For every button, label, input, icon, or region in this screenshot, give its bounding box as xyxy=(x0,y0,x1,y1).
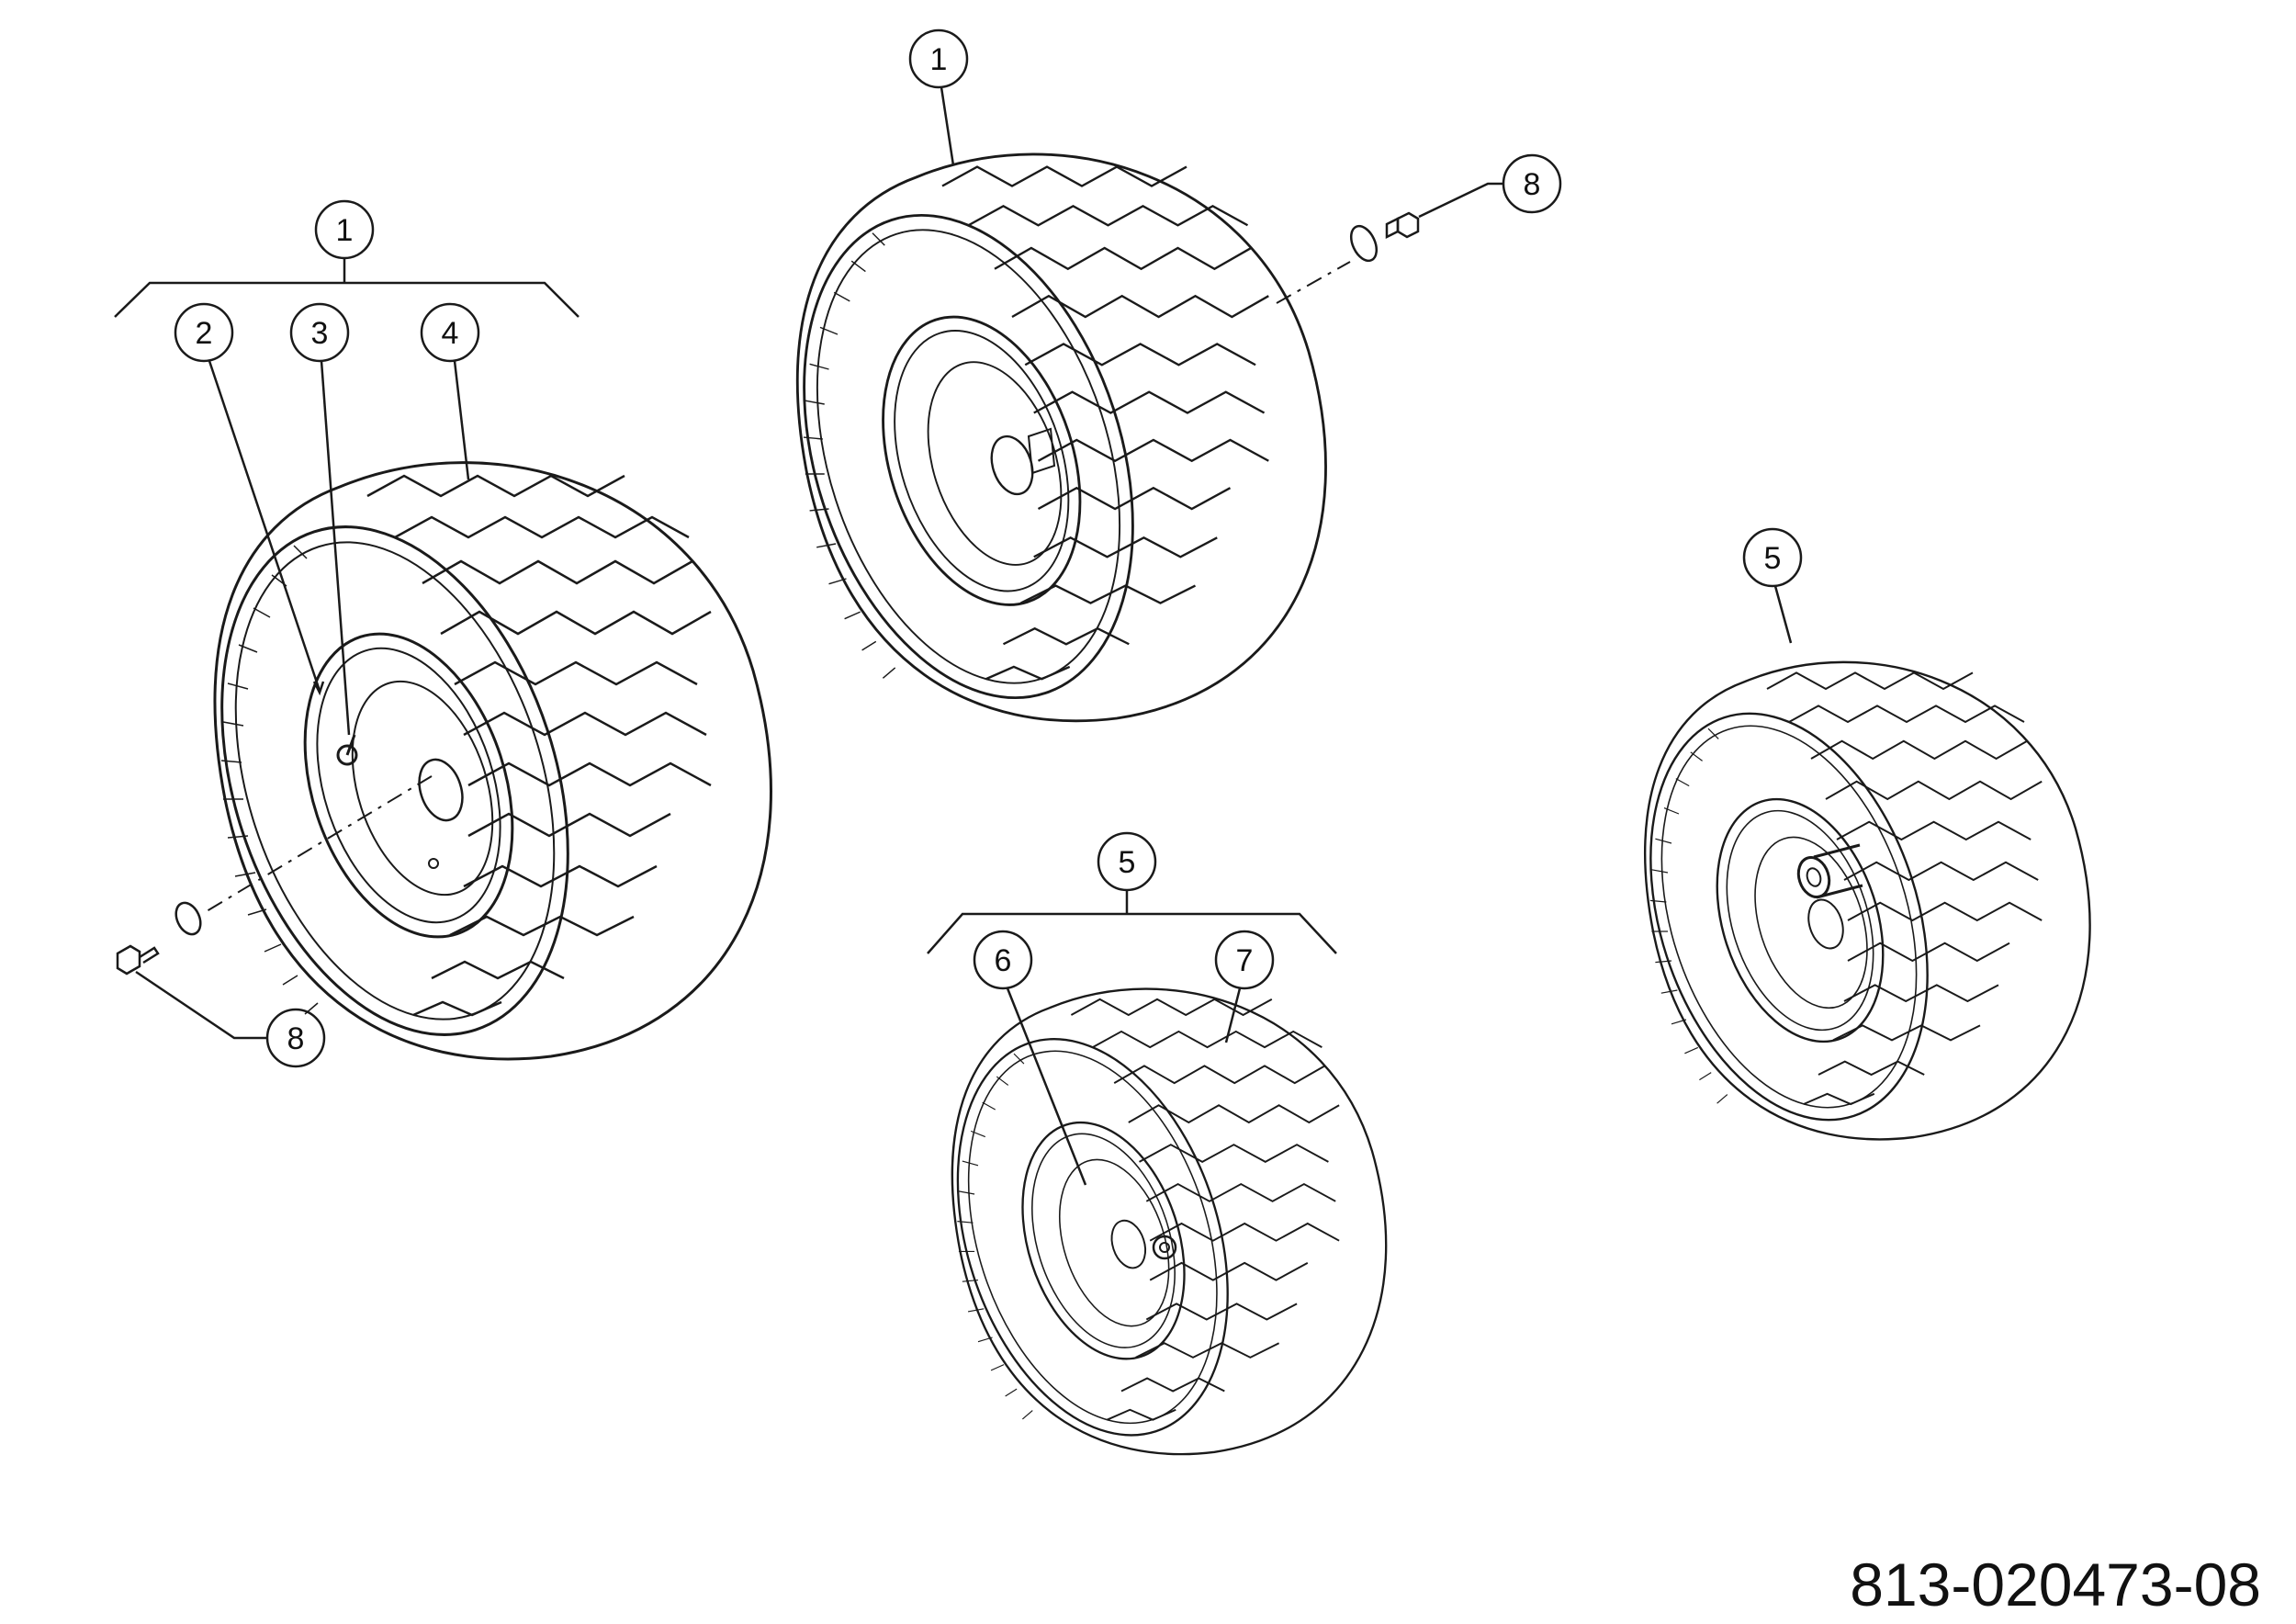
bolt-top xyxy=(1385,211,1420,240)
drawing-number: 813-020473-08 xyxy=(1850,1551,2261,1618)
callout-6: 6 xyxy=(973,930,1087,1186)
callout-5-center: 5 xyxy=(927,831,1337,954)
wheel-assembly-right xyxy=(1601,660,2091,1157)
callout-8-left: 8 xyxy=(135,970,326,1068)
svg-text:2: 2 xyxy=(196,316,213,351)
wheel-assembly-top xyxy=(745,152,1420,742)
svg-text:7: 7 xyxy=(1236,943,1254,978)
svg-text:3: 3 xyxy=(311,316,329,351)
svg-text:5: 5 xyxy=(1764,541,1782,576)
wheel-assembly-center xyxy=(909,987,1388,1472)
bolt-left xyxy=(116,944,160,976)
valve-stem xyxy=(336,734,358,766)
callout-8-top: 8 xyxy=(1418,153,1562,219)
axle-stub xyxy=(1796,843,1863,899)
callout-1-top: 1 xyxy=(908,28,969,166)
svg-text:8: 8 xyxy=(287,1021,305,1056)
svg-text:6: 6 xyxy=(995,943,1012,978)
callout-2: 2 xyxy=(174,302,325,696)
callout-3: 3 xyxy=(289,302,351,736)
callouts: 1 2 3 4 8 1 xyxy=(114,28,1803,1186)
svg-text:5: 5 xyxy=(1119,845,1136,880)
callout-5-right: 5 xyxy=(1742,527,1803,644)
callout-7: 7 xyxy=(1214,930,1275,1043)
svg-text:1: 1 xyxy=(930,42,948,77)
svg-text:8: 8 xyxy=(1524,167,1541,202)
svg-text:4: 4 xyxy=(442,316,459,351)
svg-text:1: 1 xyxy=(336,213,354,248)
wheel-assembly-left xyxy=(116,461,772,1081)
callout-4: 4 xyxy=(420,302,480,480)
callout-1-left: 1 xyxy=(114,199,580,318)
washer-left xyxy=(174,901,202,936)
washer-top xyxy=(1349,224,1379,263)
